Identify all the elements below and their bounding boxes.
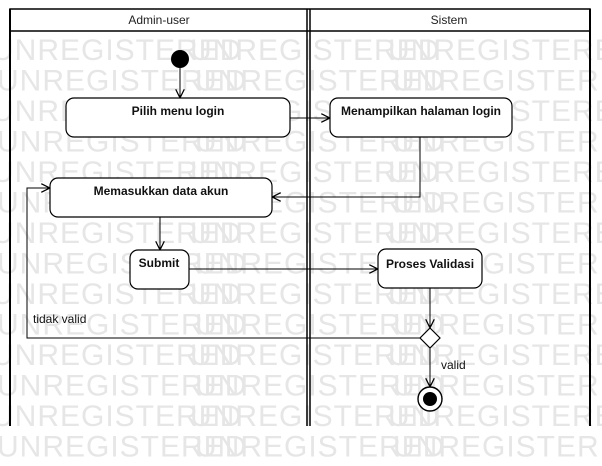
watermark-text: UNREGISTERED	[0, 248, 247, 281]
watermark-text: UNREGISTERED	[195, 431, 445, 464]
swimlane-frame	[9, 8, 591, 426]
watermark-text: UNREGISTERED	[393, 187, 602, 220]
action-submit[interactable]: Submit	[129, 249, 190, 290]
watermark-text: UNREGISTERED	[388, 339, 602, 372]
watermark-text: UNREGISTERED	[195, 370, 445, 403]
watermark-text: UNREGISTERED	[190, 339, 440, 372]
guard-tidak-valid: tidak valid	[33, 312, 86, 326]
action-label: Submit	[139, 256, 180, 270]
action-label: Menampilkan halaman login	[341, 104, 501, 118]
watermark-text: UNREGISTERED	[195, 309, 445, 342]
watermark-text: UNREGISTERED	[190, 400, 440, 433]
watermark-text: UNREGISTERED	[0, 339, 242, 372]
action-pilih-menu-login[interactable]: Pilih menu login	[65, 97, 291, 138]
watermark-text: UNREGISTERED	[0, 370, 247, 403]
action-memasukkan-data-akun[interactable]: Memasukkan data akun	[49, 177, 273, 218]
action-proses-validasi[interactable]: Proses Validasi	[377, 248, 483, 289]
initial-node	[171, 50, 189, 68]
watermark-text: UNREGISTERED	[0, 400, 242, 433]
watermark-text: UNREGISTERED	[0, 65, 247, 98]
action-label: Pilih menu login	[132, 104, 225, 118]
watermark-text: UNREGISTERED	[388, 34, 602, 67]
guard-valid: valid	[441, 358, 466, 372]
action-label: Proses Validasi	[386, 257, 474, 271]
watermark-text: UNREGISTERED	[190, 34, 440, 67]
watermark-text: UNREGISTERED	[190, 217, 440, 250]
lane-title-admin-user: Admin-user	[128, 13, 189, 27]
watermark-text: UNREGISTERED	[195, 65, 445, 98]
watermark-text: UNREGISTERED	[0, 278, 242, 311]
watermark-text: UNREGISTERED	[0, 309, 247, 342]
action-label: Memasukkan data akun	[94, 184, 229, 198]
watermark-text: UNREGISTERED	[0, 34, 242, 67]
action-menampilkan-halaman-login[interactable]: Menampilkan halaman login	[329, 97, 513, 138]
watermark-text: UNREGISTERED	[393, 65, 602, 98]
watermark-text: UNREGISTERED	[0, 431, 247, 464]
edge-decision-tidak-valid	[26, 188, 420, 339]
watermark-text: UNREGISTERED	[388, 156, 602, 189]
watermark-text: UNREGISTERED	[393, 431, 602, 464]
watermark-text: UNREGISTERED	[0, 217, 242, 250]
watermark-text: UNREGISTERED	[388, 217, 602, 250]
final-node	[417, 386, 443, 412]
lane-title-sistem: Sistem	[431, 13, 468, 27]
edge-menampilkan-to-memasukkan	[273, 137, 421, 197]
